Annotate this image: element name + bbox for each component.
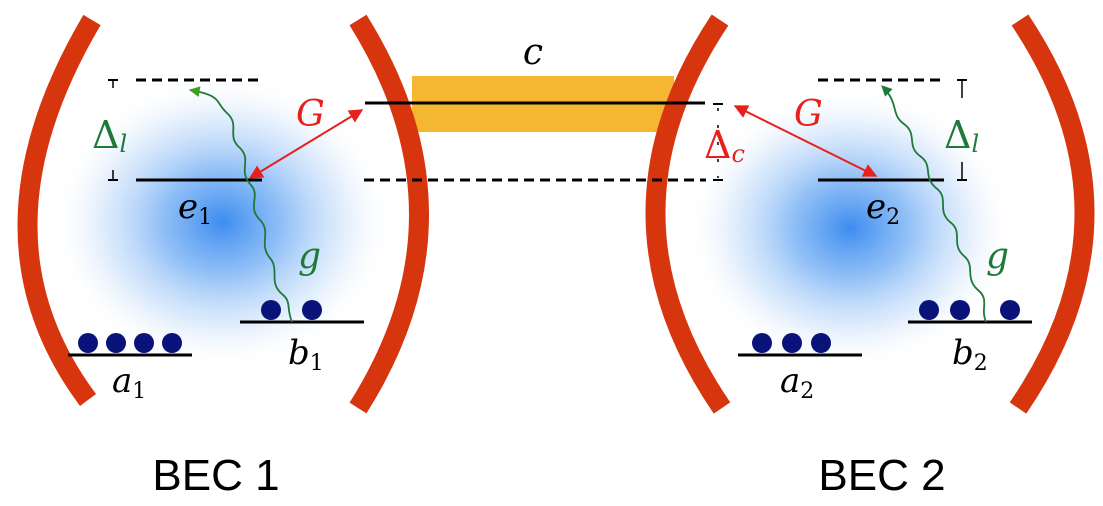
bec2-caption: BEC 2 (818, 451, 945, 500)
bec2-atoms-a (752, 333, 831, 353)
atom (134, 333, 154, 353)
atom (782, 333, 802, 353)
bec1-raman-photon (188, 86, 293, 323)
atom (919, 300, 939, 320)
bec1-caption: BEC 1 (152, 451, 279, 500)
atom (302, 300, 322, 320)
mirror-bec1-left (17, 14, 101, 406)
bec1-detuning-label: Δl (92, 113, 127, 158)
atom (106, 333, 126, 353)
atom (78, 333, 98, 353)
bec1-g-label: g (298, 236, 321, 277)
mirror-bec2-left (645, 14, 731, 414)
bec1-atoms-b (261, 300, 322, 320)
bec1-coupling-arrow (248, 109, 364, 179)
bec2-coupling-arrow (733, 105, 878, 177)
cavity-mode-label: c (523, 32, 543, 73)
bec1-coupling-label: G (296, 94, 325, 135)
atom (811, 333, 831, 353)
bec2-raman-photon (881, 85, 987, 323)
bec2-excited-label: e2 (866, 187, 900, 230)
bec1-ground-b-label: b1 (288, 333, 324, 376)
bec1-ground-a-label: a1 (112, 361, 146, 404)
bec2-detuning-label: Δl (944, 113, 979, 158)
atom (950, 300, 970, 320)
bec2-ground-b-label: b2 (952, 333, 988, 376)
bec2-atoms-b (919, 300, 1020, 320)
bec2-ground-a-label: a2 (780, 361, 814, 404)
atom (752, 333, 772, 353)
mirror-bec1-right (349, 14, 429, 414)
bec2-g-label: g (986, 236, 1009, 277)
atom (261, 300, 281, 320)
bec2-coupling-label: G (794, 94, 823, 135)
mirror-bec2-right (1009, 14, 1095, 414)
atom (1000, 300, 1020, 320)
bec1-excited-label: e1 (178, 187, 212, 230)
bec1-atoms-a (78, 333, 182, 353)
atom (162, 333, 182, 353)
